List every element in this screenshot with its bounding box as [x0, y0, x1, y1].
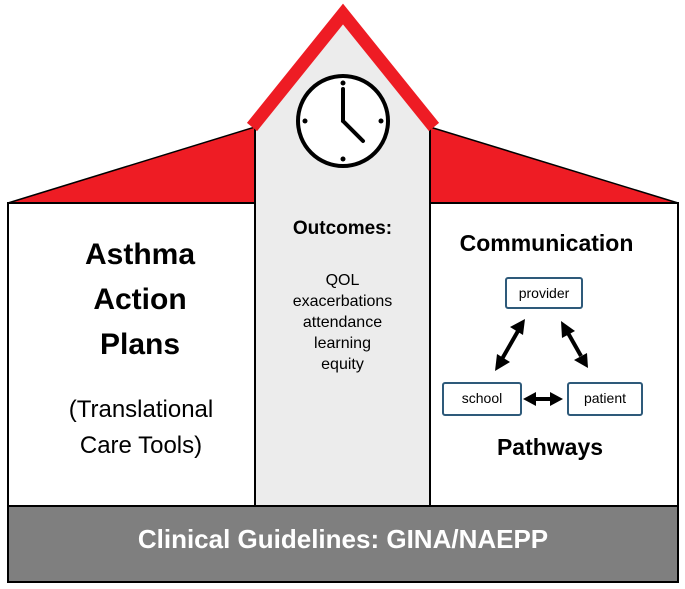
left-wall — [7, 202, 256, 507]
left-subtitle: (Translational Care Tools) — [36, 392, 246, 464]
base-foundation — [7, 505, 679, 583]
outcome-item: QOL — [325, 272, 360, 289]
communication-heading: Communication — [459, 230, 634, 256]
arrow-school-patient — [523, 392, 563, 406]
outcome-item: learning — [314, 335, 371, 352]
outcome-item: equity — [321, 356, 364, 373]
right-roof — [429, 125, 679, 204]
clock-icon — [296, 74, 390, 168]
patient-node: patient — [567, 382, 643, 416]
outcomes-list: QOL exacerbations attendance learning eq… — [257, 270, 428, 375]
left-title-line-3: Plans — [99, 328, 181, 361]
outcome-item: attendance — [302, 314, 383, 331]
right-wall — [429, 202, 679, 507]
left-roof — [7, 125, 256, 204]
left-title-line-1: Asthma — [84, 238, 196, 271]
base-label: Clinical Guidelines: GINA/NAEPP — [137, 524, 549, 554]
left-subtitle-line-2: Care Tools) — [79, 432, 203, 459]
left-subtitle-line-1: (Translational — [68, 396, 214, 423]
arrow-provider-school — [495, 319, 525, 371]
left-title-line-2: Action — [93, 283, 187, 316]
provider-node: provider — [505, 277, 583, 309]
school-node: school — [442, 382, 522, 416]
outcome-item: exacerbations — [292, 293, 393, 310]
tower-roof — [246, 3, 440, 132]
outcomes-heading: Outcomes: — [292, 218, 393, 239]
left-title: Asthma Action Plans — [40, 232, 240, 367]
arrow-provider-patient — [561, 321, 588, 368]
pathways-label: Pathways — [496, 434, 604, 460]
